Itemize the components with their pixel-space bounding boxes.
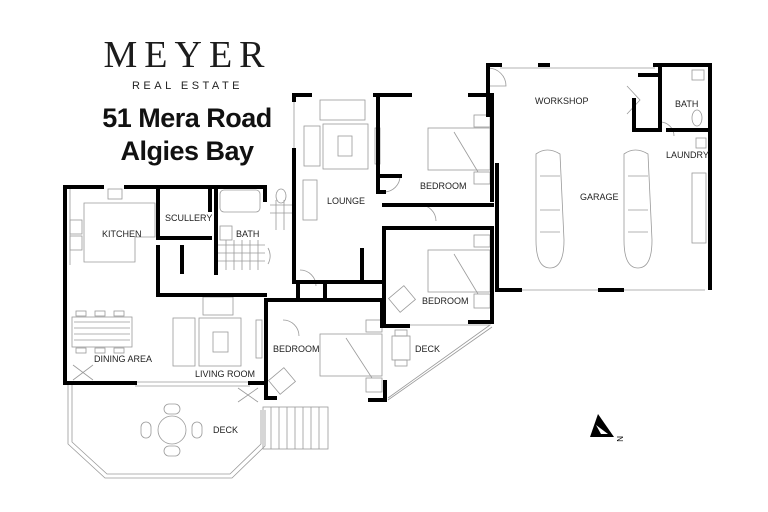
- label-lounge: LOUNGE: [327, 196, 365, 206]
- brand-name: MEYER: [103, 34, 272, 76]
- label-bath-garage: BATH: [675, 99, 698, 109]
- walls: [63, 63, 712, 402]
- plant-icon: [72, 364, 94, 381]
- tv-unit-icon: [255, 319, 263, 359]
- basin-icon: [219, 225, 233, 241]
- coffee-table-icon: [212, 331, 229, 353]
- label-bedroom-1: BEDROOM: [420, 181, 467, 191]
- car-icon: [535, 149, 565, 269]
- stairs-icon: [262, 406, 329, 450]
- door-swing: [487, 67, 507, 87]
- cooktop-icon: [107, 188, 123, 200]
- bathtub-icon: [219, 189, 261, 213]
- room-labels: KITCHEN SCULLERY BATH LOUNGE BEDROOM BED…: [94, 96, 709, 435]
- bed-icon: [427, 127, 491, 171]
- window: [135, 381, 250, 387]
- dining-table-icon: [71, 316, 133, 348]
- deck-outline: [67, 385, 266, 479]
- plant-icon: [237, 387, 259, 403]
- north-label: N: [615, 436, 624, 442]
- north-arrow-icon: N: [590, 414, 624, 442]
- toilet-icon: [691, 109, 703, 127]
- armchair-icon: [202, 296, 234, 316]
- round-table-icon: [157, 415, 187, 445]
- kitchen-sink-icon: [69, 219, 83, 235]
- laundry-bench: [691, 172, 707, 244]
- sofa-icon: [172, 317, 196, 367]
- label-bath-main: BATH: [236, 229, 259, 239]
- sofa-icon: [319, 99, 366, 121]
- label-deck-main: DECK: [213, 425, 238, 435]
- armchair-icon: [387, 285, 417, 313]
- address-suburb: Algies Bay: [120, 136, 254, 166]
- rug-icon: [322, 123, 369, 170]
- property-address: 51 Mera Road Algies Bay: [92, 102, 282, 168]
- label-laundry: LAUNDRY: [666, 150, 709, 160]
- brand-logo: MEYER REAL ESTATE: [100, 36, 275, 92]
- label-living-room: LIVING ROOM: [195, 369, 255, 379]
- double-door: [626, 85, 641, 115]
- basin-icon: [691, 69, 705, 81]
- address-street: 51 Mera Road: [102, 103, 272, 133]
- car-icon: [623, 149, 653, 269]
- label-dining-area: DINING AREA: [94, 354, 152, 364]
- fixtures: [67, 67, 707, 479]
- armchair-icon: [267, 367, 297, 395]
- label-scullery: SCULLERY: [165, 213, 212, 223]
- kitchen-bench: [83, 202, 156, 263]
- coffee-table-icon: [337, 135, 353, 157]
- outdoor-table-icon: [391, 335, 411, 361]
- brand-subtitle: REAL ESTATE: [131, 80, 244, 92]
- bed-icon: [319, 333, 383, 377]
- label-deck-side: DECK: [415, 344, 440, 354]
- sofa-icon: [303, 125, 321, 167]
- label-kitchen: KITCHEN: [102, 229, 142, 239]
- label-garage: GARAGE: [580, 192, 619, 202]
- toilet-icon: [275, 188, 287, 204]
- label-bedroom-3: BEDROOM: [273, 344, 320, 354]
- bed-icon: [427, 249, 491, 293]
- label-bedroom-2: BEDROOM: [422, 296, 469, 306]
- laundry-tub-icon: [695, 137, 707, 149]
- rug-icon: [198, 317, 242, 367]
- label-workshop: WORKSHOP: [535, 96, 589, 106]
